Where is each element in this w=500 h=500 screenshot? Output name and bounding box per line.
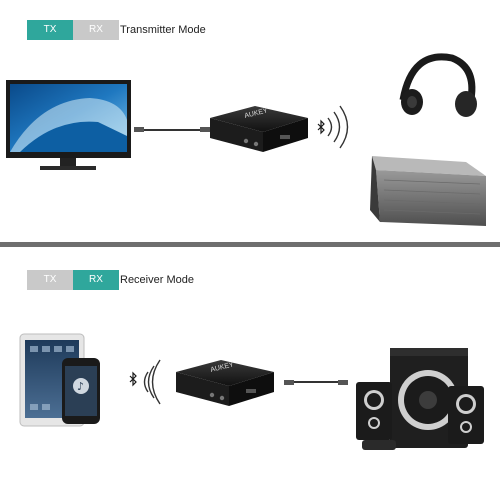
transmitter-scene: AUKEY <box>6 53 486 226</box>
signal-waves-icon <box>143 359 161 405</box>
tx-label: TX <box>27 270 73 290</box>
bluetooth-signal <box>317 105 349 149</box>
bluetooth-adapter: AUKEY <box>210 106 308 152</box>
receiver-mode-title: Receiver Mode <box>120 274 194 286</box>
audio-cable <box>284 380 348 385</box>
transmitter-mode-title: Transmitter Mode <box>120 24 206 36</box>
section-divider <box>0 242 500 247</box>
receiver-mode-toggle: TX RX <box>27 270 119 290</box>
tv-monitor <box>6 80 131 170</box>
headphones <box>399 53 477 117</box>
rx-label: RX <box>73 270 119 290</box>
bluetooth-icon <box>129 371 137 387</box>
receiver-scene: ♪ AUKEY <box>19 333 484 450</box>
transmitter-mode-toggle: TX RX <box>27 20 119 40</box>
audio-cable <box>134 127 210 132</box>
bluetooth-signal <box>129 359 161 405</box>
bluetooth-adapter: AUKEY <box>176 360 274 406</box>
bluetooth-speaker <box>370 156 486 226</box>
speaker-system <box>356 348 484 450</box>
smartphone: ♪ <box>62 358 100 424</box>
bluetooth-icon <box>317 119 325 135</box>
tx-label: TX <box>27 20 73 40</box>
music-note-icon: ♪ <box>77 380 84 393</box>
signal-waves-icon <box>327 105 349 149</box>
rx-label: RX <box>73 20 119 40</box>
